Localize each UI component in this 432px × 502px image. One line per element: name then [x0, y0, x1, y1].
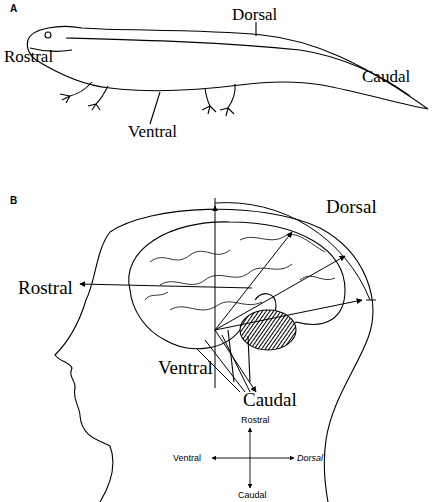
direction-label: Dorsal: [326, 197, 377, 216]
axis-arrow: [250, 428, 251, 458]
direction-label: Rostral: [18, 278, 73, 297]
direction-label: Dorsal: [232, 6, 277, 23]
brain-outline: [129, 222, 345, 349]
head-outline: [110, 209, 373, 502]
salamander-body: [27, 27, 428, 110]
axis-label: Dorsal: [297, 454, 323, 463]
arc-tick: [366, 300, 376, 301]
direction-arrow: [215, 206, 216, 388]
direction-arrow: [215, 300, 362, 330]
orientation-cross: [212, 428, 294, 488]
direction-label: Caudal: [243, 390, 297, 409]
face-profile: [55, 232, 113, 502]
direction-arrow: [215, 256, 345, 330]
direction-arrow: [222, 335, 250, 392]
leader-line: [150, 92, 160, 124]
axis-arrow: [250, 458, 294, 459]
head-drawing: [55, 209, 373, 502]
salamander-leg: [88, 86, 108, 110]
arc-tick: [215, 198, 216, 208]
direction-label: Ventral: [158, 358, 213, 377]
leader-line: [255, 22, 256, 36]
salamander-stripe: [66, 38, 410, 96]
salamander-leg: [220, 84, 235, 116]
dorsal-arc: [215, 203, 370, 300]
salamander-leg: [60, 82, 92, 103]
axis-arrow: [212, 458, 250, 459]
direction-arrow: [80, 284, 252, 288]
axis-label: Ventral: [173, 454, 201, 463]
direction-label: Caudal: [362, 68, 410, 85]
axis-label: Rostral: [241, 416, 270, 425]
axis-label: Caudal: [238, 491, 267, 500]
panel-letter: B: [10, 196, 17, 206]
direction-label: Rostral: [4, 48, 53, 65]
direction-label: Ventral: [128, 123, 177, 140]
direction-arrows: [80, 198, 376, 392]
direction-arrow: [215, 232, 292, 330]
salamander-eye: [45, 32, 51, 38]
panel-letter: A: [10, 4, 17, 14]
salamander-drawing: [27, 22, 428, 124]
axis-arrow: [250, 458, 251, 488]
salamander-leg: [202, 88, 216, 114]
